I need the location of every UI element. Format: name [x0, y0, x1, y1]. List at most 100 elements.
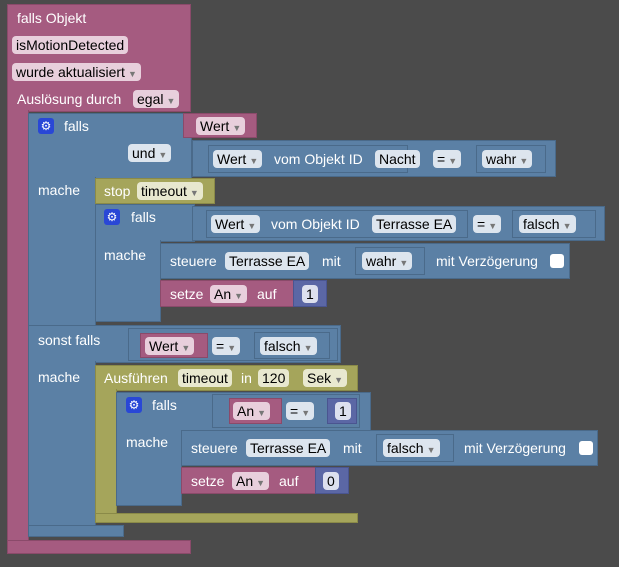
und-value: und: [132, 145, 156, 161]
number-field[interactable]: 0: [323, 472, 339, 490]
variable-dropdown[interactable]: An▼: [233, 402, 271, 420]
dropdown-arrow-icon: ▼: [257, 408, 267, 418]
falls-label: falls: [131, 209, 156, 225]
setze-label: setze: [170, 286, 204, 302]
setze-label: setze: [191, 473, 225, 489]
gear-icon[interactable]: ⚙: [104, 209, 120, 225]
wert-value: Wert: [217, 151, 247, 167]
gear-icon[interactable]: ⚙: [38, 118, 54, 134]
unit-value: Sek: [307, 370, 332, 386]
dropdown-arrow-icon: ▼: [232, 123, 242, 133]
bool-dropdown[interactable]: falsch▼: [260, 337, 317, 355]
unit-dropdown[interactable]: Sek▼: [303, 369, 348, 387]
wert-value: Wert: [215, 216, 245, 232]
falls-label: falls: [152, 397, 177, 413]
trigger-title: falls Objekt: [17, 10, 87, 26]
bool-value: falsch: [387, 440, 424, 456]
stop-label: stop: [104, 183, 131, 199]
inner-if-side: [116, 430, 182, 506]
dropdown-arrow-icon: ▼: [227, 343, 237, 353]
dropdown-arrow-icon: ▼: [234, 291, 244, 301]
condition-value: wurde aktualisiert: [16, 64, 125, 80]
sonst-falls-label: sonst falls: [38, 332, 101, 348]
dropdown-arrow-icon: ▼: [562, 221, 572, 231]
bool-value: wahr: [366, 253, 397, 269]
object-id-label: vom Objekt ID: [271, 216, 360, 232]
operator-dropdown[interactable]: =▼: [433, 150, 462, 168]
dropdown-arrow-icon: ▼: [334, 375, 344, 385]
wert-dropdown[interactable]: Wert▼: [211, 215, 261, 233]
object-field[interactable]: isMotionDetected: [12, 36, 129, 54]
gear-icon[interactable]: ⚙: [126, 397, 142, 413]
falls-label: falls: [64, 118, 89, 134]
timeout-block-bottom: [95, 513, 358, 523]
operator-dropdown[interactable]: =▼: [473, 215, 502, 233]
timeout-name-field[interactable]: timeout: [178, 369, 232, 387]
steuere-label: steuere: [191, 440, 238, 456]
bool-value: falsch: [264, 338, 301, 354]
mache-label: mache: [104, 247, 147, 263]
wert-dropdown[interactable]: Wert▼: [196, 117, 246, 135]
ausfuehren-label: Ausführen: [104, 370, 168, 386]
delay-checkbox[interactable]: [550, 254, 564, 268]
device-field[interactable]: Terrasse EA: [225, 252, 310, 270]
bool-dropdown[interactable]: falsch▼: [519, 215, 576, 233]
dropdown-arrow-icon: ▼: [301, 408, 311, 418]
dropdown-arrow-icon: ▼: [519, 156, 529, 166]
dropdown-arrow-icon: ▼: [247, 221, 257, 231]
mit-label: mit: [343, 440, 362, 456]
operator-value: =: [477, 216, 486, 232]
wert-value: Wert: [200, 118, 230, 134]
condition-dropdown[interactable]: wurde aktualisiert▼: [12, 63, 141, 81]
operator-value: =: [437, 151, 446, 167]
if-block-bottom: [28, 525, 124, 537]
trigger-dropdown[interactable]: egal▼: [133, 90, 180, 108]
timeout-block-side: [95, 389, 117, 515]
device-field[interactable]: Terrasse EA: [246, 439, 331, 457]
dropdown-arrow-icon: ▼: [488, 221, 498, 231]
object-id-label: vom Objekt ID: [274, 151, 363, 167]
dropdown-arrow-icon: ▼: [181, 343, 191, 353]
mache-label: mache: [126, 434, 169, 450]
mache-label: mache: [38, 182, 81, 198]
variable-value: An: [237, 403, 255, 419]
bool-dropdown[interactable]: wahr▼: [482, 150, 533, 168]
variable-dropdown[interactable]: An▼: [232, 472, 270, 490]
wert-dropdown[interactable]: Wert▼: [213, 150, 263, 168]
dropdown-arrow-icon: ▼: [303, 343, 313, 353]
bool-dropdown[interactable]: wahr▼: [362, 252, 413, 270]
auf-label: auf: [257, 286, 277, 302]
wert-dropdown[interactable]: Wert▼: [145, 337, 195, 355]
dropdown-arrow-icon: ▼: [448, 156, 458, 166]
bool-value: falsch: [523, 216, 560, 232]
operator-value: =: [290, 403, 299, 419]
timeout-dropdown[interactable]: timeout▼: [137, 182, 203, 200]
wert-value: Wert: [149, 338, 179, 354]
dropdown-arrow-icon: ▼: [166, 96, 176, 106]
auf-label: auf: [279, 473, 299, 489]
mache-label: mache: [38, 369, 81, 385]
delay-value-field[interactable]: 120: [258, 369, 290, 387]
delay-checkbox[interactable]: [579, 441, 593, 455]
bool-dropdown[interactable]: falsch▼: [383, 439, 440, 457]
dropdown-arrow-icon: ▼: [256, 478, 266, 488]
bool-value: wahr: [486, 151, 517, 167]
object-id-field[interactable]: Nacht: [375, 150, 420, 168]
number-field[interactable]: 1: [335, 402, 351, 420]
mit-label: mit: [322, 253, 341, 269]
number-field[interactable]: 1: [302, 285, 318, 303]
operator-dropdown[interactable]: =▼: [286, 402, 315, 420]
operator-dropdown[interactable]: =▼: [212, 337, 241, 355]
trigger-label: Auslösung durch: [17, 91, 122, 107]
dropdown-arrow-icon: ▼: [249, 156, 259, 166]
delay-label: mit Verzögerung: [436, 253, 538, 269]
in-label: in: [241, 370, 252, 386]
object-id-field[interactable]: Terrasse EA: [372, 215, 457, 233]
variable-value: An: [214, 286, 232, 302]
if-block-side: [28, 361, 96, 527]
variable-dropdown[interactable]: An▼: [210, 285, 248, 303]
trigger-block-bottom: [7, 540, 191, 554]
und-dropdown[interactable]: und▼: [128, 144, 172, 162]
variable-value: An: [236, 473, 254, 489]
dropdown-arrow-icon: ▼: [189, 188, 199, 198]
